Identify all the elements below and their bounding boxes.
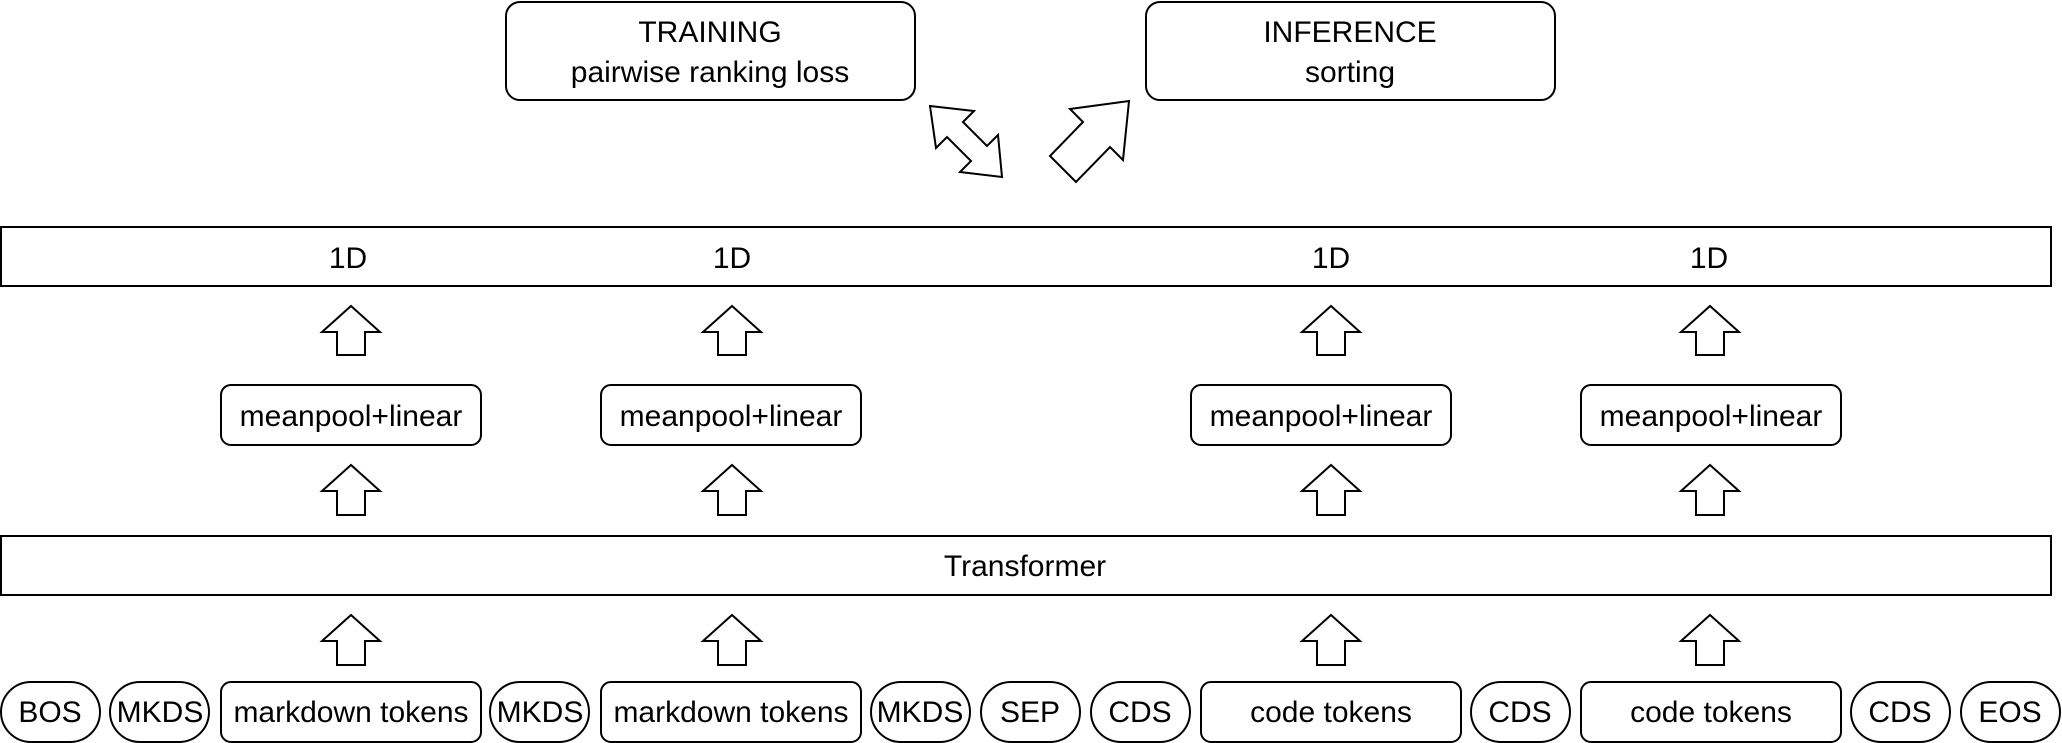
- up-arrow-icon: [1678, 304, 1742, 356]
- up-arrow-icon: [700, 463, 764, 516]
- token-label: SEP: [1000, 696, 1060, 729]
- head-box: meanpool+linear: [1190, 384, 1452, 446]
- token-row: BOS MKDS markdown tokens MKDS markdown t…: [0, 681, 2061, 743]
- token-label: markdown tokens: [613, 696, 848, 729]
- up-arrow-icon: [1299, 613, 1363, 666]
- token-markdown: markdown tokens: [220, 681, 482, 743]
- token-label: code tokens: [1250, 696, 1412, 729]
- head-box: meanpool+linear: [600, 384, 862, 446]
- token-bos: BOS: [0, 681, 101, 743]
- token-sep: SEP: [980, 681, 1081, 743]
- token-code: code tokens: [1200, 681, 1462, 743]
- token-label: CDS: [1488, 696, 1551, 729]
- head-box: meanpool+linear: [1580, 384, 1842, 446]
- inference-title: INFERENCE: [1263, 16, 1436, 49]
- token-label: MKDS: [117, 696, 204, 729]
- up-arrow-icon: [1678, 613, 1742, 666]
- training-title: TRAINING: [638, 16, 781, 49]
- token-label: CDS: [1108, 696, 1171, 729]
- token-label: code tokens: [1630, 696, 1792, 729]
- token-cds: CDS: [1470, 681, 1571, 743]
- up-arrow-icon: [700, 613, 764, 666]
- token-mkds: MKDS: [109, 681, 210, 743]
- inference-box: INFERENCE sorting: [1145, 1, 1556, 101]
- output-label: 1D: [713, 242, 751, 275]
- head-label: meanpool+linear: [1210, 400, 1433, 433]
- up-arrow-icon: [319, 463, 383, 516]
- token-label: EOS: [1978, 696, 2041, 729]
- head-label: meanpool+linear: [240, 400, 463, 433]
- token-code: code tokens: [1580, 681, 1842, 743]
- training-box: TRAINING pairwise ranking loss: [505, 1, 916, 101]
- token-markdown: markdown tokens: [600, 681, 862, 743]
- transformer-label: Transformer: [944, 550, 1106, 583]
- token-cds: CDS: [1090, 681, 1191, 743]
- output-label: 1D: [1690, 242, 1728, 275]
- token-label: BOS: [18, 696, 81, 729]
- diagonal-arrow-icon: [1048, 99, 1131, 184]
- token-mkds: MKDS: [870, 681, 971, 743]
- output-layer: 1D 1D 1D 1D: [0, 226, 2052, 287]
- output-label: 1D: [1312, 242, 1350, 275]
- up-arrow-icon: [700, 304, 764, 356]
- token-label: markdown tokens: [233, 696, 468, 729]
- token-eos: EOS: [1960, 681, 2061, 743]
- head-label: meanpool+linear: [1600, 400, 1823, 433]
- token-cds: CDS: [1850, 681, 1951, 743]
- up-arrow-icon: [1678, 463, 1742, 516]
- output-label: 1D: [329, 242, 367, 275]
- token-mkds: MKDS: [489, 681, 590, 743]
- transformer-block: Transformer: [0, 535, 2052, 596]
- token-label: CDS: [1868, 696, 1931, 729]
- up-arrow-icon: [1299, 304, 1363, 356]
- inference-subtitle: sorting: [1305, 56, 1395, 89]
- head-box: meanpool+linear: [220, 384, 482, 446]
- bidirectional-arrow-icon: [928, 104, 1004, 179]
- training-subtitle: pairwise ranking loss: [571, 56, 849, 89]
- up-arrow-icon: [319, 304, 383, 356]
- up-arrow-icon: [1299, 463, 1363, 516]
- token-label: MKDS: [877, 696, 964, 729]
- up-arrow-icon: [319, 613, 383, 666]
- head-label: meanpool+linear: [620, 400, 843, 433]
- token-label: MKDS: [497, 696, 584, 729]
